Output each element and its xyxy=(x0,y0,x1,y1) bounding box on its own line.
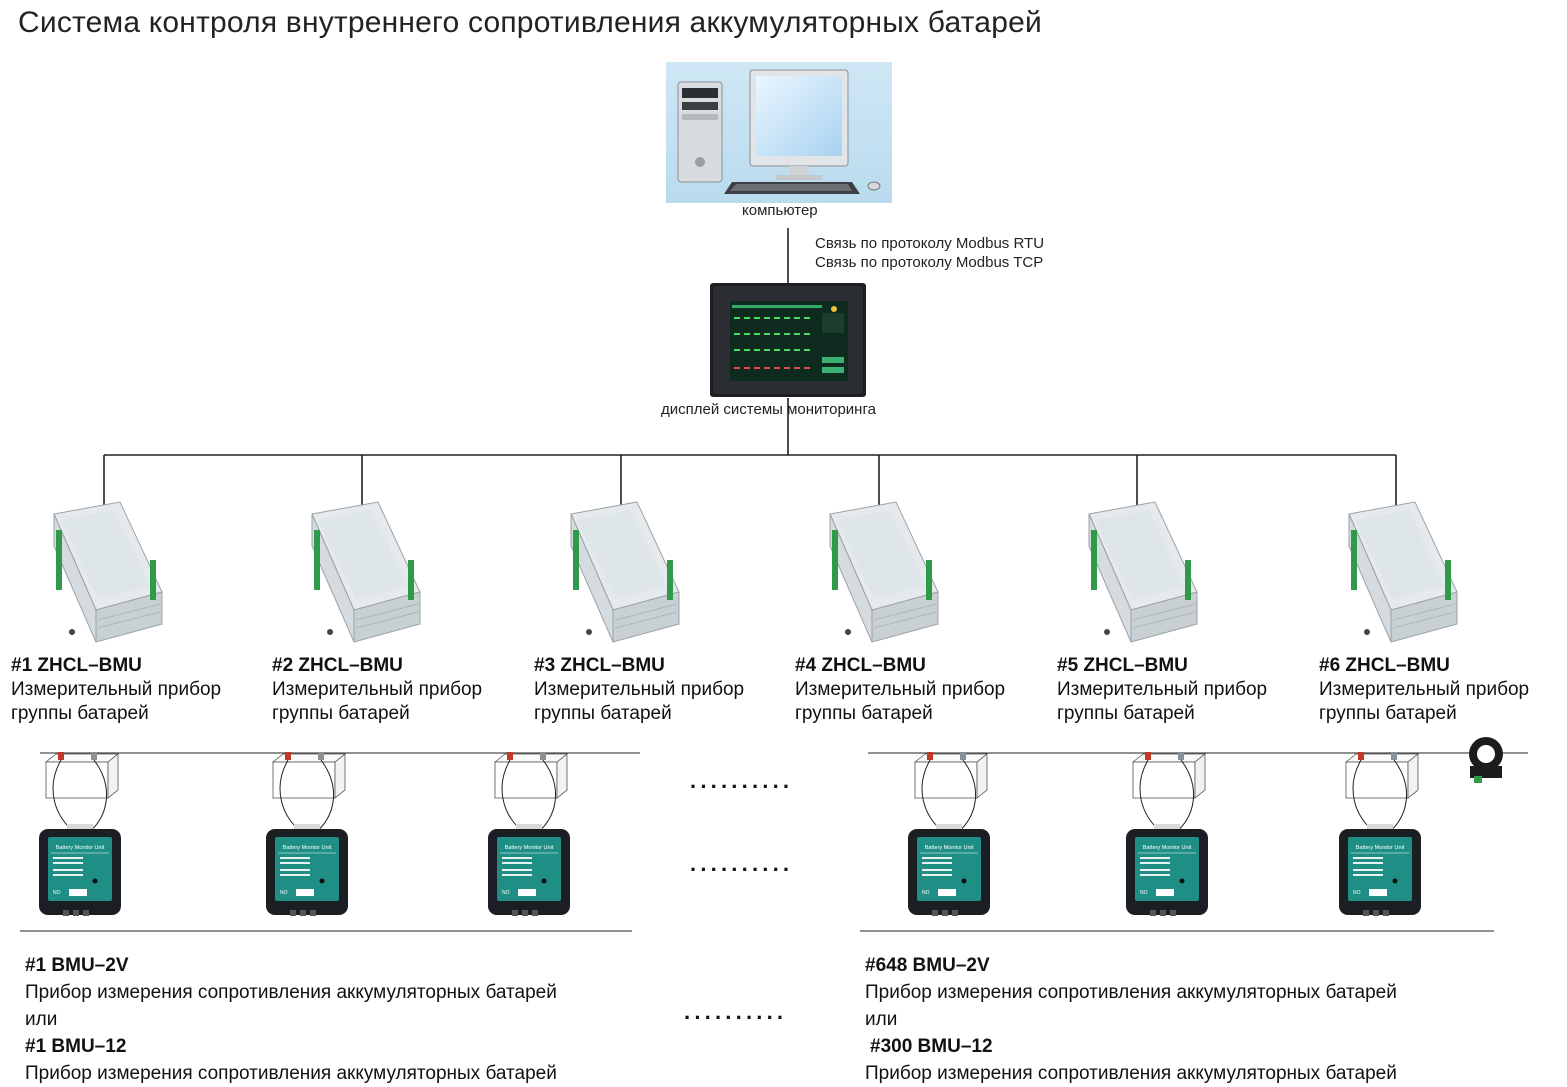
group-unit-label: #1 ZHCL–BMU Измерительный прибор группы … xyxy=(11,654,221,726)
ellipsis-top: ·········· xyxy=(690,774,794,799)
group-unit-desc-2: группы батарей xyxy=(272,703,410,724)
bmu-no-label: NO xyxy=(1353,890,1361,896)
bmu-no-label: NO xyxy=(53,890,61,896)
computer-image xyxy=(666,62,892,203)
bmu-panel-title: Battery Monitor Unit xyxy=(925,845,974,851)
group-unit-desc-2: группы батарей xyxy=(1319,703,1457,724)
bmu-label-left: #1 BMU–2V Прибор измерения сопротивления… xyxy=(25,952,557,1087)
bmu-label-right: #648 BMU–2V Прибор измерения сопротивлен… xyxy=(865,952,1397,1087)
bmu-id-2v: #648 BMU–2V xyxy=(865,955,990,976)
monitoring-display-image xyxy=(710,283,866,397)
group-unit-label: #4 ZHCL–BMU Измерительный прибор группы … xyxy=(795,654,1005,726)
group-unit-id: #2 ZHCL–BMU xyxy=(272,655,403,676)
battery-cell-image xyxy=(44,750,121,800)
bmu-or: или xyxy=(865,1009,898,1030)
bmu-no-label: NO xyxy=(1140,890,1148,896)
bmu-desc-12v: Прибор измерения сопротивления аккумулят… xyxy=(25,1063,557,1084)
battery-cell-image xyxy=(493,750,570,800)
group-unit-desc-1: Измерительный прибор xyxy=(795,679,1006,700)
current-sensor-image xyxy=(1460,734,1518,786)
battery-cell-image xyxy=(1344,750,1421,800)
battery-cell-image xyxy=(271,750,348,800)
group-unit-label: #3 ZHCL–BMU Измерительный прибор группы … xyxy=(534,654,744,726)
group-unit-desc-2: группы батарей xyxy=(534,703,672,724)
group-unit-desc-1: Измерительный прибор xyxy=(1319,679,1530,700)
battery-lead-wires xyxy=(494,758,574,834)
group-unit-label: #2 ZHCL–BMU Измерительный прибор группы … xyxy=(272,654,482,726)
group-unit-desc-1: Измерительный прибор xyxy=(11,679,222,700)
bmu-no-label: NO xyxy=(502,890,510,896)
protocol-tcp: Связь по протоколу Modbus TCP xyxy=(815,254,1044,271)
bmu-desc-12v: Прибор измерения сопротивления аккумулят… xyxy=(865,1063,1397,1084)
group-measurement-module-image xyxy=(567,500,683,644)
group-unit-desc-2: группы батарей xyxy=(1057,703,1195,724)
group-unit-id: #3 ZHCL–BMU xyxy=(534,655,665,676)
bmu-no-label: NO xyxy=(280,890,288,896)
group-unit-desc-1: Измерительный прибор xyxy=(272,679,483,700)
group-measurement-module-image xyxy=(1085,500,1201,644)
group-unit-id: #5 ZHCL–BMU xyxy=(1057,655,1188,676)
battery-cell-image xyxy=(1131,750,1208,800)
group-unit-id: #6 ZHCL–BMU xyxy=(1319,655,1450,676)
bmu-desc-2v: Прибор измерения сопротивления аккумулят… xyxy=(25,982,557,1003)
group-measurement-module-image xyxy=(308,500,424,644)
bmu-id-12v: #300 BMU–12 xyxy=(870,1036,993,1057)
bmu-panel-title: Battery Monitor Unit xyxy=(56,845,105,851)
bmu-no-label: NO xyxy=(922,890,930,896)
display-caption: дисплей системы мониторинга xyxy=(661,401,876,418)
group-unit-label: #5 ZHCL–BMU Измерительный прибор группы … xyxy=(1057,654,1267,726)
group-unit-id: #1 ZHCL–BMU xyxy=(11,655,142,676)
group-unit-id: #4 ZHCL–BMU xyxy=(795,655,926,676)
group-unit-desc-1: Измерительный прибор xyxy=(534,679,745,700)
ellipsis-middle: ·········· xyxy=(690,857,794,882)
computer-caption: компьютер xyxy=(742,202,818,219)
group-unit-desc-1: Измерительный прибор xyxy=(1057,679,1268,700)
protocol-rtu: Связь по протоколу Modbus RTU xyxy=(815,235,1045,252)
battery-lead-wires xyxy=(272,758,352,834)
bmu-panel-title: Battery Monitor Unit xyxy=(505,845,554,851)
battery-lead-wires xyxy=(45,758,125,834)
group-measurement-module-image xyxy=(826,500,942,644)
bmu-or: или xyxy=(25,1009,58,1030)
battery-lead-wires xyxy=(914,758,994,834)
ellipsis-bottom: ·········· xyxy=(684,1005,788,1030)
group-measurement-module-image xyxy=(50,500,166,644)
group-measurement-module-image xyxy=(1345,500,1461,644)
bmu-panel-title: Battery Monitor Unit xyxy=(1356,845,1405,851)
bmu-panel-title: Battery Monitor Unit xyxy=(1143,845,1192,851)
group-unit-desc-2: группы батарей xyxy=(795,703,933,724)
diagram-title: Система контроля внутреннего сопротивлен… xyxy=(18,6,1042,39)
battery-cell-image xyxy=(913,750,990,800)
bmu-panel-title: Battery Monitor Unit xyxy=(283,845,332,851)
battery-lead-wires xyxy=(1345,758,1425,834)
group-unit-desc-2: группы батарей xyxy=(11,703,149,724)
battery-lead-wires xyxy=(1132,758,1212,834)
group-unit-label: #6 ZHCL–BMU Измерительный прибор группы … xyxy=(1319,654,1529,726)
bmu-id-2v: #1 BMU–2V xyxy=(25,955,129,976)
bmu-desc-2v: Прибор измерения сопротивления аккумулят… xyxy=(865,982,1397,1003)
bmu-id-12v: #1 BMU–12 xyxy=(25,1036,127,1057)
